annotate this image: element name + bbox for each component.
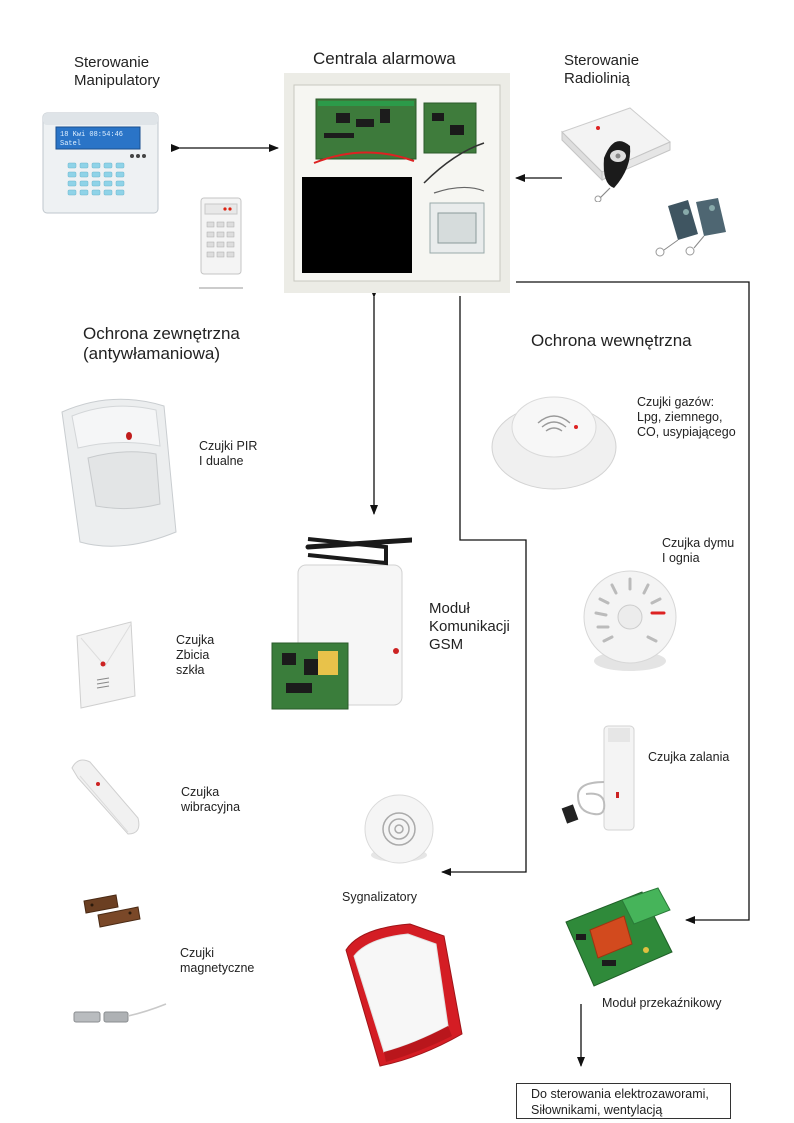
flood-detector-label: Czujka zalania <box>648 750 730 764</box>
gsm-module-icon <box>271 537 412 710</box>
gas-detector-label: Czujki gazów: Lpg, ziemnego, CO, usypiaj… <box>637 395 736 439</box>
led-keypad-icon <box>199 197 243 289</box>
smoke-detector-icon <box>583 570 677 671</box>
elektrozawory-note: Do sterowania elektrozaworami, Siłownika… <box>516 1083 731 1119</box>
magnetic-contact-metal-icon <box>73 1003 167 1023</box>
ochrona-wewnetrzna-label: Ochrona wewnętrzna <box>531 331 692 350</box>
smoke-detector-label: Czujka dymu I ognia <box>662 536 735 565</box>
radiolinia-label: Sterowanie Radiolinią <box>564 52 640 87</box>
manipulatory-label: Sterowanie Manipulatory <box>74 54 160 89</box>
magnetic-label: Czujki magnetyczne <box>180 946 255 975</box>
pir-label: Czujki PIR I dualne <box>199 439 258 468</box>
vibration-detector-icon <box>71 759 140 835</box>
vibration-label: Czujka wibracyjna <box>181 785 241 814</box>
centrala-label: Centrala alarmowa <box>313 49 456 68</box>
siren-dome-icon <box>364 794 434 864</box>
glass-break-detector-icon <box>76 621 136 709</box>
gsm-label: Moduł Komunikacji GSM <box>429 600 510 653</box>
magnetic-contact-brown-icon <box>83 894 141 928</box>
ochrona-zewnetrzna-label: Ochrona zewnętrzna (antywłamaniowa) <box>83 324 240 364</box>
relay-module-label: Moduł przekaźnikowy <box>602 996 722 1010</box>
gas-detector-icon <box>491 396 617 490</box>
outdoor-siren-icon <box>345 923 463 1067</box>
lcd-keypad-icon: 18 Kwi 08:54:46 Satel <box>42 112 159 214</box>
svg-text:Satel: Satel <box>60 140 81 148</box>
panel-sirens-line <box>441 296 527 876</box>
alarm-panel-icon <box>284 73 510 293</box>
pir-detector-icon <box>61 398 177 547</box>
flood-detector-icon <box>561 725 635 831</box>
svg-text:18 Kwi 08:54:46: 18 Kwi 08:54:46 <box>60 131 123 139</box>
relay-module-icon <box>565 887 673 987</box>
glass-break-label: Czujka Zbicia szkła <box>176 633 215 677</box>
sirens-label: Sygnalizatory <box>342 890 418 904</box>
radio-receiver-icon <box>561 107 671 202</box>
remote-controls-icon <box>655 198 726 257</box>
panel-relay-line <box>516 281 750 924</box>
